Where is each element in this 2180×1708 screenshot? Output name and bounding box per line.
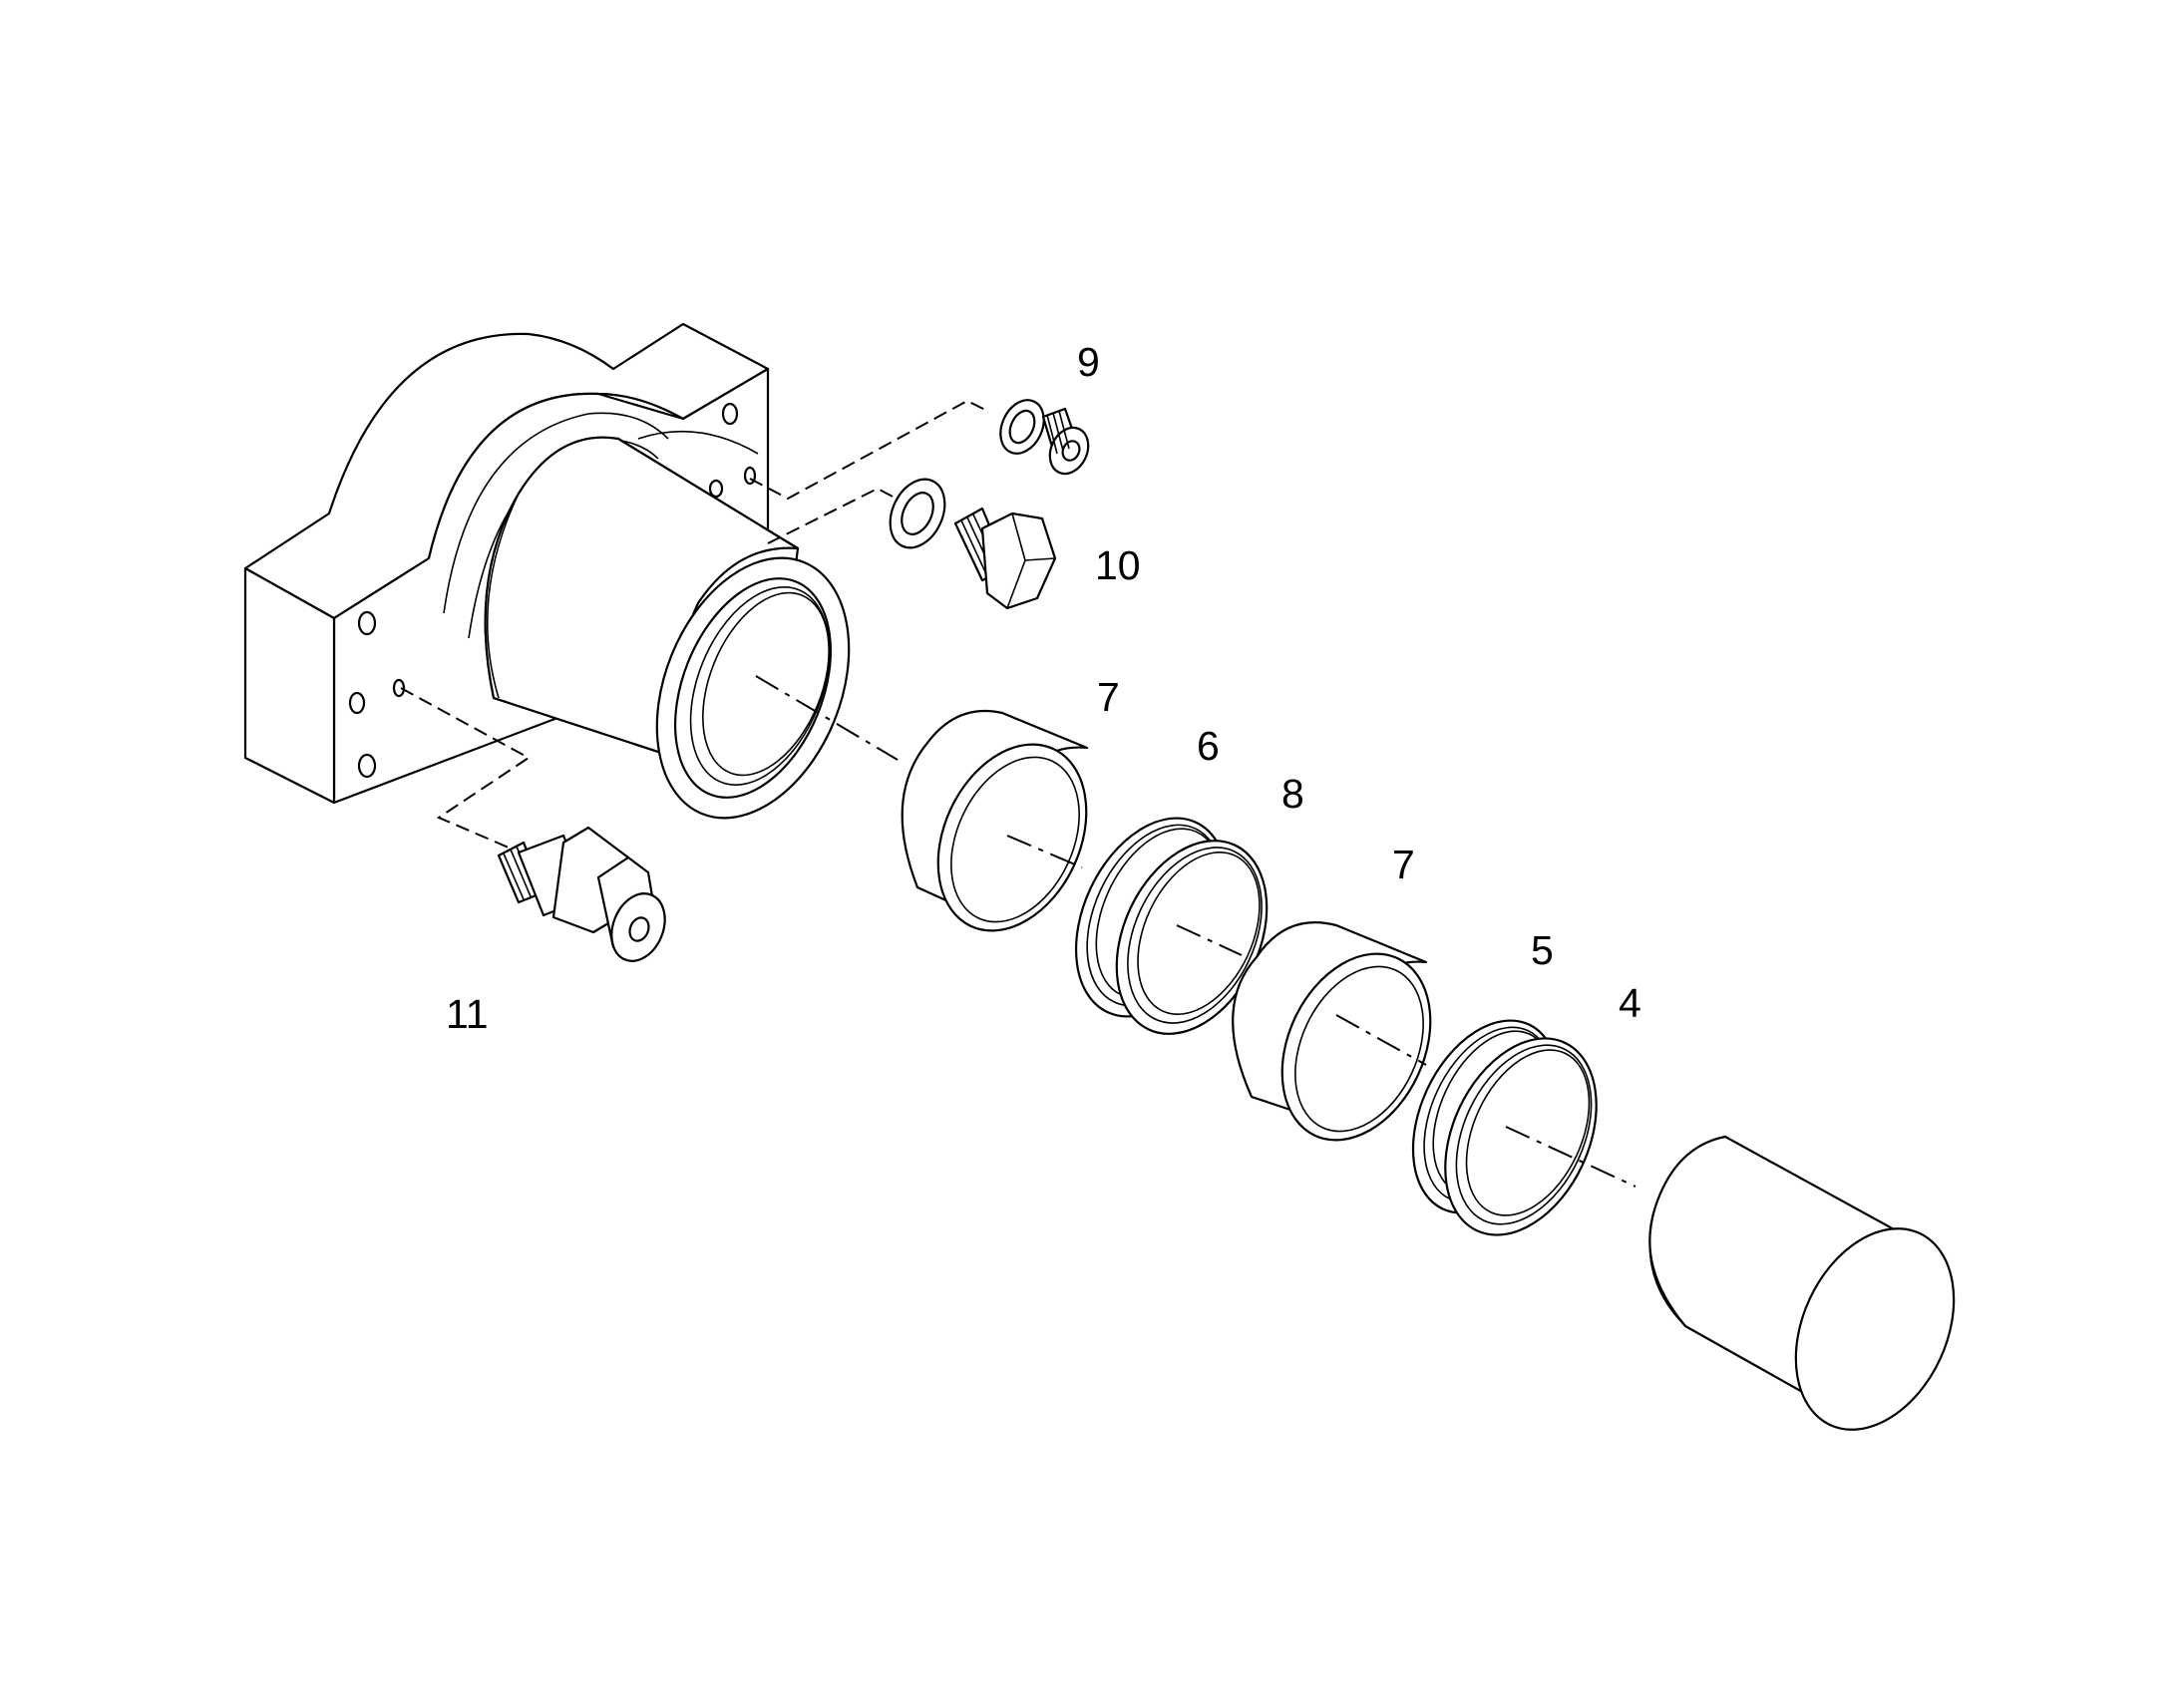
part-10-washer-hex-plug bbox=[889, 478, 1057, 610]
callout-7-upper: 7 bbox=[1097, 674, 1120, 720]
assembly-center-axis bbox=[755, 675, 1636, 1188]
piston-end-cap bbox=[1648, 1135, 1956, 1431]
part-4-ring bbox=[1444, 1037, 1598, 1236]
part-9-washer-plug bbox=[999, 399, 1090, 476]
cylinder-body bbox=[484, 430, 851, 820]
callout-5: 5 bbox=[1531, 927, 1554, 973]
callout-4: 4 bbox=[1619, 980, 1641, 1026]
callout-10: 10 bbox=[1095, 542, 1141, 588]
callout-9: 9 bbox=[1077, 339, 1100, 385]
leader-lines bbox=[400, 399, 988, 849]
callout-8: 8 bbox=[1281, 771, 1304, 817]
part-7-bushing-lower bbox=[1232, 921, 1432, 1142]
callout-7-lower: 7 bbox=[1392, 842, 1415, 887]
part-11-fitting bbox=[497, 826, 666, 962]
callout-6: 6 bbox=[1197, 723, 1220, 769]
callout-11: 11 bbox=[446, 991, 489, 1037]
callout-labels: 9 10 7 6 8 7 5 4 11 bbox=[446, 339, 1641, 1037]
